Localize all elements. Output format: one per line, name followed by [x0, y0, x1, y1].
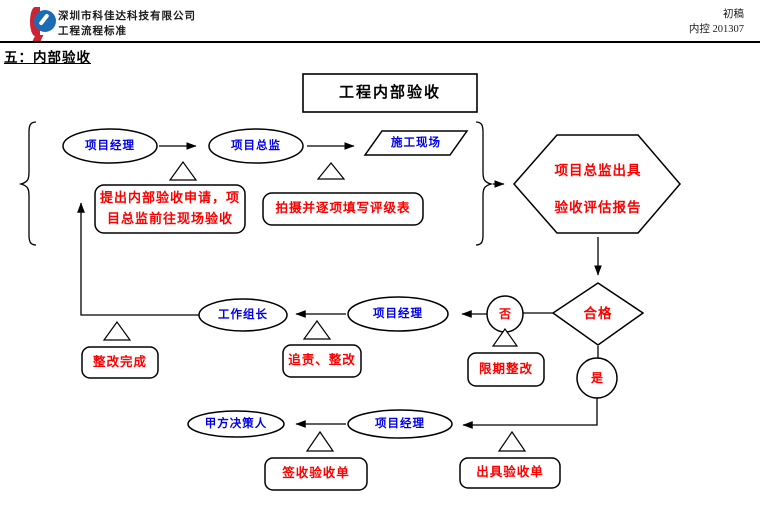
note-triangle-rectified — [102, 320, 132, 341]
ellipse-project-director — [208, 128, 304, 164]
diamond-qualified-decision — [551, 282, 645, 346]
note-triangle-rating — [316, 162, 346, 180]
label-project-manager-3: 项目经理 — [375, 418, 425, 431]
note-triangle-sign — [305, 430, 335, 452]
label-construction-site: 施工现场 — [391, 136, 441, 149]
label-yes: 是 — [590, 370, 603, 385]
ellipse-project-manager-1 — [62, 128, 158, 164]
hexagon-acceptance-report — [513, 134, 681, 234]
document-standard-label: 工程流程标准 — [58, 26, 127, 37]
note-issue-receipt: 出具验收单 — [476, 465, 544, 480]
arrow-yes-to-pm3 — [462, 398, 598, 429]
note-rating: 拍摄并逐项填写评级表 — [275, 201, 411, 216]
note-apply: 提出内部验收申请，项目总监前往现场验收 — [99, 190, 240, 226]
ellipse-project-manager-2 — [347, 296, 449, 332]
label-qualified: 合格 — [583, 305, 613, 321]
note-triangle-accountability — [302, 319, 332, 340]
section-title: 五：内部验收 — [4, 50, 91, 65]
label-project-manager-2: 项目经理 — [373, 307, 423, 320]
note-sign-receipt: 签收验收单 — [282, 466, 350, 481]
label-project-director: 项目总监 — [231, 139, 281, 152]
note-accountability: 追责、整改 — [288, 353, 356, 368]
label-hexagon-line1: 项目总监出具 — [554, 162, 642, 178]
note-box-sign — [264, 457, 368, 491]
label-client-decision-maker: 甲方决策人 — [204, 418, 268, 431]
company-logo — [30, 4, 57, 42]
note-box-apply — [94, 184, 246, 234]
ellipse-client-decision-maker — [187, 410, 285, 438]
note-box-accountability — [282, 344, 362, 378]
label-team-leader: 工作组长 — [218, 308, 268, 321]
ellipse-project-manager-3 — [347, 409, 453, 439]
note-deadline-rectify: 限期整改 — [478, 361, 533, 376]
draft-status: 初稿 — [723, 9, 744, 20]
label-project-manager-1: 项目经理 — [85, 139, 135, 152]
label-no: 否 — [498, 306, 511, 321]
note-triangle-issue — [497, 430, 527, 452]
note-box-rating — [262, 192, 424, 226]
flowchart-title: 工程内部验收 — [338, 84, 441, 101]
right-brace — [475, 121, 494, 246]
note-rectified: 整改完成 — [92, 354, 147, 369]
note-box-issue — [459, 457, 561, 489]
note-triangle-deadline — [491, 327, 519, 347]
label-hexagon-line2: 验收评估报告 — [554, 199, 642, 215]
note-box-rectified — [81, 346, 159, 379]
arrow-leader-feedback-to-pm1 — [77, 202, 199, 316]
header-right-block: 初稿 内控 201307 — [689, 7, 744, 37]
left-brace — [18, 121, 37, 246]
company-name: 深圳市科佳达科技有限公司 — [58, 11, 196, 22]
title-box — [302, 73, 478, 113]
parallelogram-construction-site — [363, 130, 469, 156]
header-divider — [0, 41, 760, 43]
control-number: 内控 201307 — [688, 24, 744, 36]
note-triangle-apply — [168, 160, 198, 181]
note-box-deadline — [467, 352, 545, 387]
